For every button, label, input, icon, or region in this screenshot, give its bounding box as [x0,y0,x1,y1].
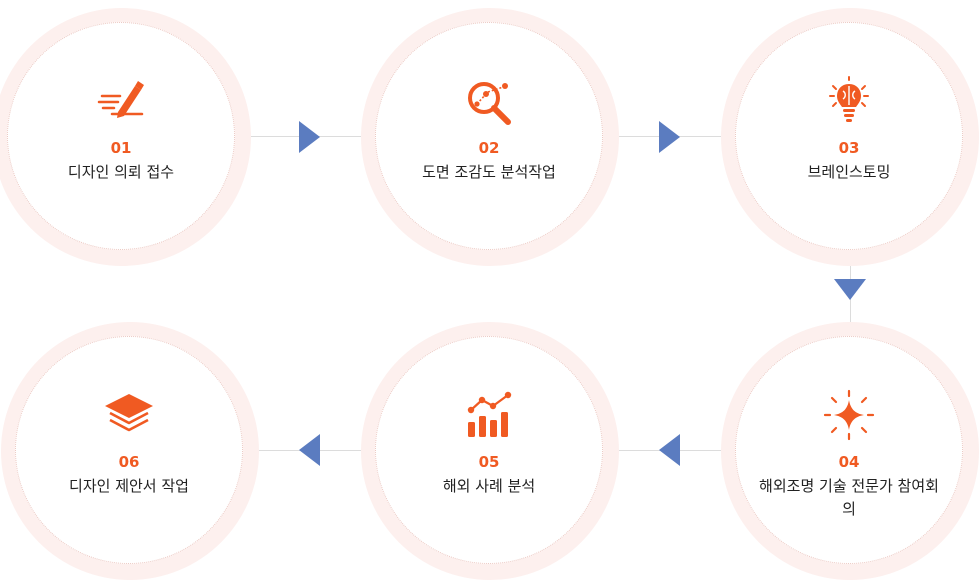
step-number: 01 [110,139,132,157]
arrow-right-icon [659,121,680,153]
step-01-inner: 01 디자인 의뢰 접수 [7,22,235,250]
arrow-right-icon [299,121,320,153]
step-label: 브레인스토밍 [807,163,891,181]
step-02-inner: 02 도면 조감도 분석작업 [375,22,603,250]
step-label: 디자인 의뢰 접수 [67,163,175,181]
step-06-inner: 06 디자인 제안서 작업 [15,336,243,564]
step-number: 04 [838,453,860,471]
layers-icon [101,387,157,443]
step-label: 디자인 제안서 작업 [69,477,189,495]
arrow-left-icon [299,434,320,466]
arrow-left-icon [659,434,680,466]
step-05-inner: 05 해외 사례 분석 [375,336,603,564]
step-05: 05 해외 사례 분석 [361,322,619,580]
brain-lightbulb-icon [821,73,877,129]
pen-writing-icon [93,73,149,129]
arrow-down-icon [834,279,866,300]
step-03: 03 브레인스토밍 [721,8,979,266]
step-04: 04 해외조명 기술 전문가 참여회의 [721,322,979,580]
step-number: 02 [478,139,500,157]
step-04-inner: 04 해외조명 기술 전문가 참여회의 [735,336,963,564]
step-number: 06 [118,453,140,471]
bar-chart-trend-icon [461,387,517,443]
step-number: 05 [478,453,500,471]
step-label: 해외 사례 분석 [442,477,536,495]
step-label: 도면 조감도 분석작업 [422,163,556,181]
step-06: 06 디자인 제안서 작업 [1,322,259,580]
magnifier-analysis-icon [461,73,517,129]
step-03-inner: 03 브레인스토밍 [735,22,963,250]
step-02: 02 도면 조감도 분석작업 [361,8,619,266]
step-label: 해외조명 기술 전문가 참여회의 [759,477,939,518]
step-number: 03 [838,139,860,157]
connector-line-03-04 [850,255,851,345]
step-01: 01 디자인 의뢰 접수 [0,8,251,266]
sparkle-icon [821,387,877,443]
